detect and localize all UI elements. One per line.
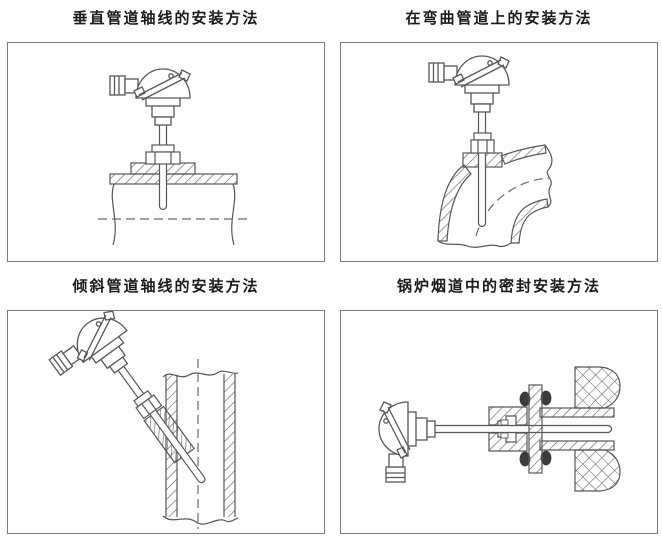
packing-bottom [500, 432, 509, 439]
pipe-wall [109, 173, 238, 185]
hex-nut-facets [477, 140, 488, 153]
pipe-wall-right-edges [223, 374, 236, 517]
hex-nut [145, 151, 181, 165]
hex-nut [135, 394, 163, 420]
sleeve-wall-bottom [539, 440, 615, 451]
sealing-gland-lower [488, 432, 528, 452]
pipe-break-left [111, 183, 116, 246]
probe-collar [473, 132, 492, 141]
thermocouple-head-icon [109, 68, 191, 126]
panel-curved-pipe-installation [340, 42, 658, 262]
elbow-inner-wall [510, 198, 549, 244]
thermocouple-head-icon [378, 401, 436, 483]
hex-nut-facets [141, 398, 157, 415]
caption-vertical-installation: 垂直管道轴线的安装方法 [72, 10, 260, 27]
inclined-thermocouple-assembly [44, 311, 206, 484]
elbow-outer-wall [437, 164, 472, 242]
packing-top [500, 419, 509, 426]
mounting-flange [528, 384, 543, 474]
pipe-break-top [162, 370, 239, 378]
thermocouple-probe [158, 125, 168, 211]
boiler-flue-installation-diagram [378, 366, 621, 492]
thermocouple-probe [477, 112, 487, 228]
panel-inclined-installation [7, 310, 325, 534]
caption-inclined-installation: 倾斜管道轴线的安装方法 [72, 278, 260, 295]
sealing-gland-upper [488, 406, 528, 426]
pipe-break-right [231, 183, 236, 246]
pipe-wall-right [224, 374, 235, 517]
elbow-top-wall [500, 144, 547, 165]
probe-collar [151, 144, 175, 153]
pipe-break-right [544, 144, 553, 208]
panel-vertical-installation [7, 42, 325, 262]
hex-nut [470, 139, 495, 154]
caption-curved-pipe-installation: 在弯曲管道上的安装方法 [405, 10, 593, 27]
flue-wall-upper [574, 366, 621, 409]
pipe-break-bottom [437, 240, 512, 248]
sleeve-wall-top [539, 407, 615, 418]
thermocouple-head-icon [428, 55, 510, 113]
hex-nut-facets [154, 152, 172, 164]
vertical-installation-diagram [98, 68, 250, 246]
thermocouple-probe [435, 424, 613, 434]
thermocouple-head-icon [44, 311, 144, 401]
panel-boiler-flue-installation [340, 310, 658, 534]
thermocouple-probe [117, 365, 206, 484]
inclined-installation-diagram [44, 311, 239, 529]
caption-boiler-flue-installation: 锅炉烟道中的密封安装方法 [396, 278, 601, 295]
flue-wall-lower [574, 449, 621, 492]
curved-pipe-installation-diagram [428, 55, 553, 248]
pipe-break-bottom [162, 515, 239, 525]
